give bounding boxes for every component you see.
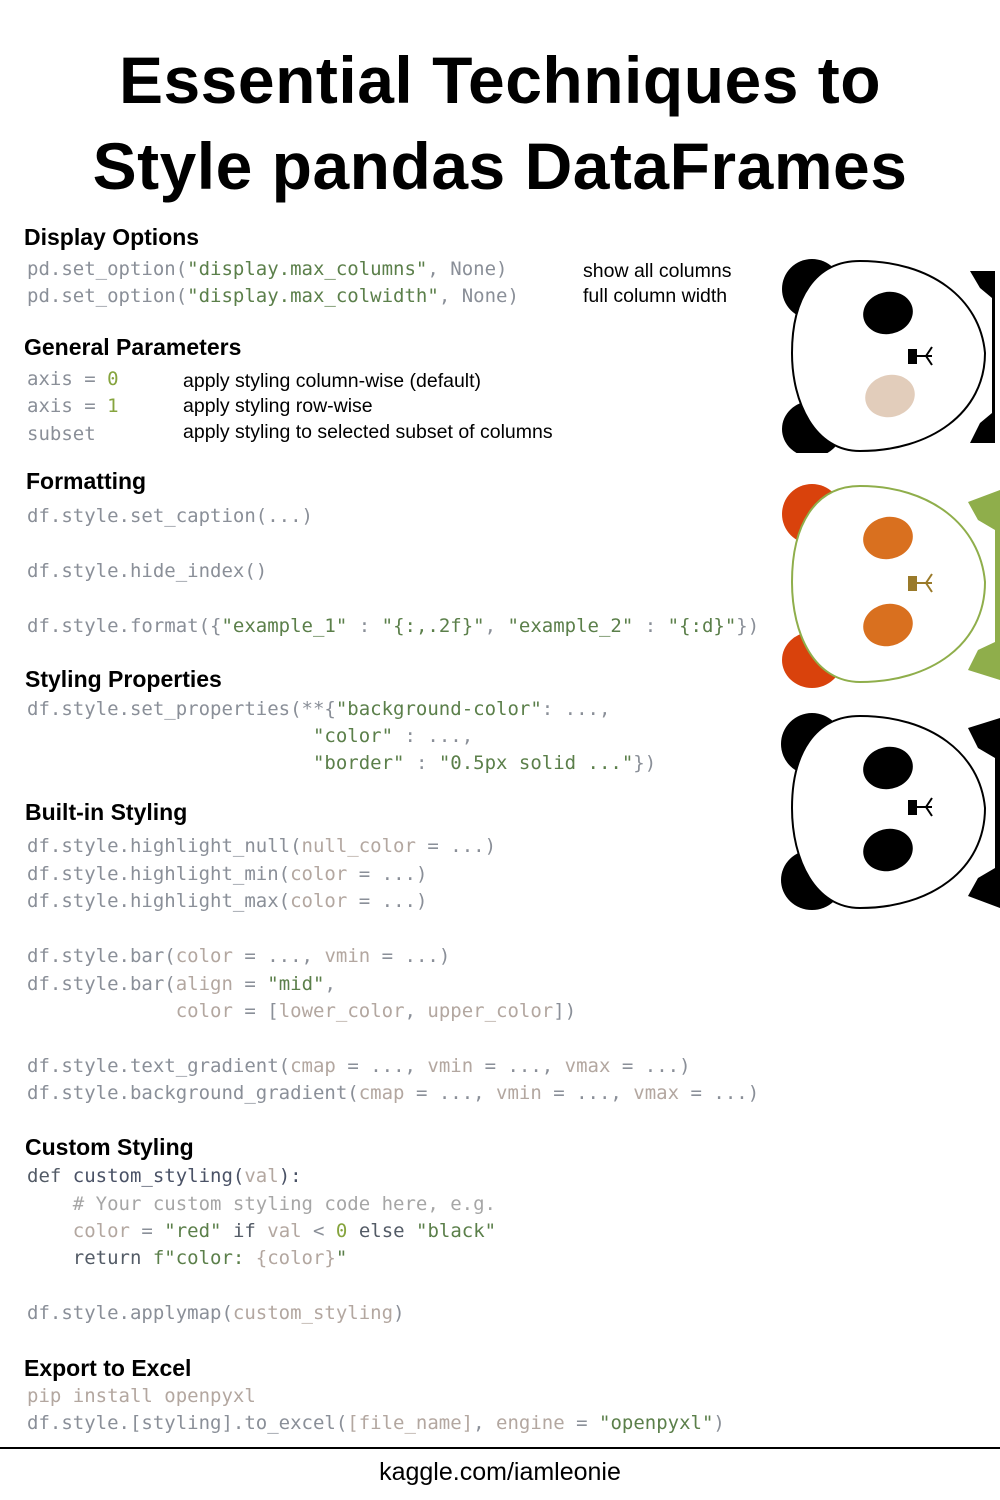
param-subset-desc: apply styling to selected subset of colu…	[183, 421, 553, 443]
panda-bottom-icon	[781, 713, 1000, 910]
display-options-code-line-2: pd.set_option("display.max_colwidth", No…	[27, 285, 519, 307]
custom-styling-def: def custom_styling(val):	[27, 1165, 302, 1187]
display-options-desc-2: full column width	[583, 285, 728, 307]
styling-properties-heading: Styling Properties	[25, 666, 222, 692]
builtin-highlight-null: df.style.highlight_null(null_color = ...…	[27, 835, 497, 857]
panda-middle-icon	[782, 484, 1000, 688]
param-axis-1: axis = 1	[27, 395, 119, 417]
builtin-styling-heading: Built-in Styling	[25, 799, 188, 825]
display-options-desc-1: show all columns	[583, 260, 732, 282]
page-title-line-2: Style pandas DataFrames	[92, 129, 908, 203]
custom-styling-applymap: df.style.applymap(custom_styling)	[27, 1302, 405, 1324]
builtin-background-gradient: df.style.background_gradient(cmap = ...,…	[27, 1082, 760, 1104]
formatting-code-hide-index: df.style.hide_index()	[27, 560, 268, 582]
builtin-bar-2: df.style.bar(align = "mid",	[27, 973, 336, 995]
formatting-code-caption: df.style.set_caption(...)	[27, 505, 313, 527]
export-excel-heading: Export to Excel	[24, 1355, 192, 1381]
builtin-highlight-min: df.style.highlight_min(color = ...)	[27, 863, 428, 885]
param-axis-0: axis = 0	[27, 368, 119, 390]
param-axis-1-desc: apply styling row-wise	[183, 395, 373, 417]
display-options-code-line-1: pd.set_option("display.max_columns", Non…	[27, 258, 508, 280]
custom-styling-comment: # Your custom styling code here, e.g.	[27, 1193, 496, 1215]
param-subset: subset	[27, 423, 96, 445]
builtin-text-gradient: df.style.text_gradient(cmap = ..., vmin …	[27, 1055, 691, 1077]
custom-styling-heading: Custom Styling	[25, 1134, 194, 1160]
builtin-highlight-max: df.style.highlight_max(color = ...)	[27, 890, 428, 912]
page-title-line-1: Essential Techniques to	[118, 43, 882, 117]
builtin-bar-1: df.style.bar(color = ..., vmin = ...)	[27, 945, 451, 967]
styling-properties-code-line-2: "color" : ...,	[312, 725, 474, 747]
custom-styling-return: return f"color: {color}"	[72, 1247, 348, 1269]
footer-divider	[0, 1447, 1000, 1449]
footer-url: kaggle.com/iamleonie	[379, 1458, 621, 1486]
styling-properties-code-line-1: df.style.set_properties(**{"background-c…	[27, 698, 611, 720]
export-excel-pip: pip install openpyxl	[27, 1385, 256, 1407]
styling-properties-code-line-3: "border" : "0.5px solid ..."})	[312, 752, 657, 774]
builtin-bar-2-cont: color = [lower_color, upper_color])	[175, 1000, 577, 1022]
export-excel-to-excel: df.style.[styling].to_excel([file_name],…	[27, 1412, 725, 1434]
formatting-code-format: df.style.format({"example_1" : "{:,.2f}"…	[27, 615, 760, 637]
general-parameters-heading: General Parameters	[24, 334, 242, 360]
formatting-heading: Formatting	[26, 468, 147, 494]
display-options-heading: Display Options	[24, 224, 200, 250]
param-axis-0-desc: apply styling column-wise (default)	[183, 370, 482, 392]
panda-top-icon	[782, 259, 995, 453]
custom-styling-color-line: color = "red" if val < 0 else "black"	[72, 1220, 497, 1242]
